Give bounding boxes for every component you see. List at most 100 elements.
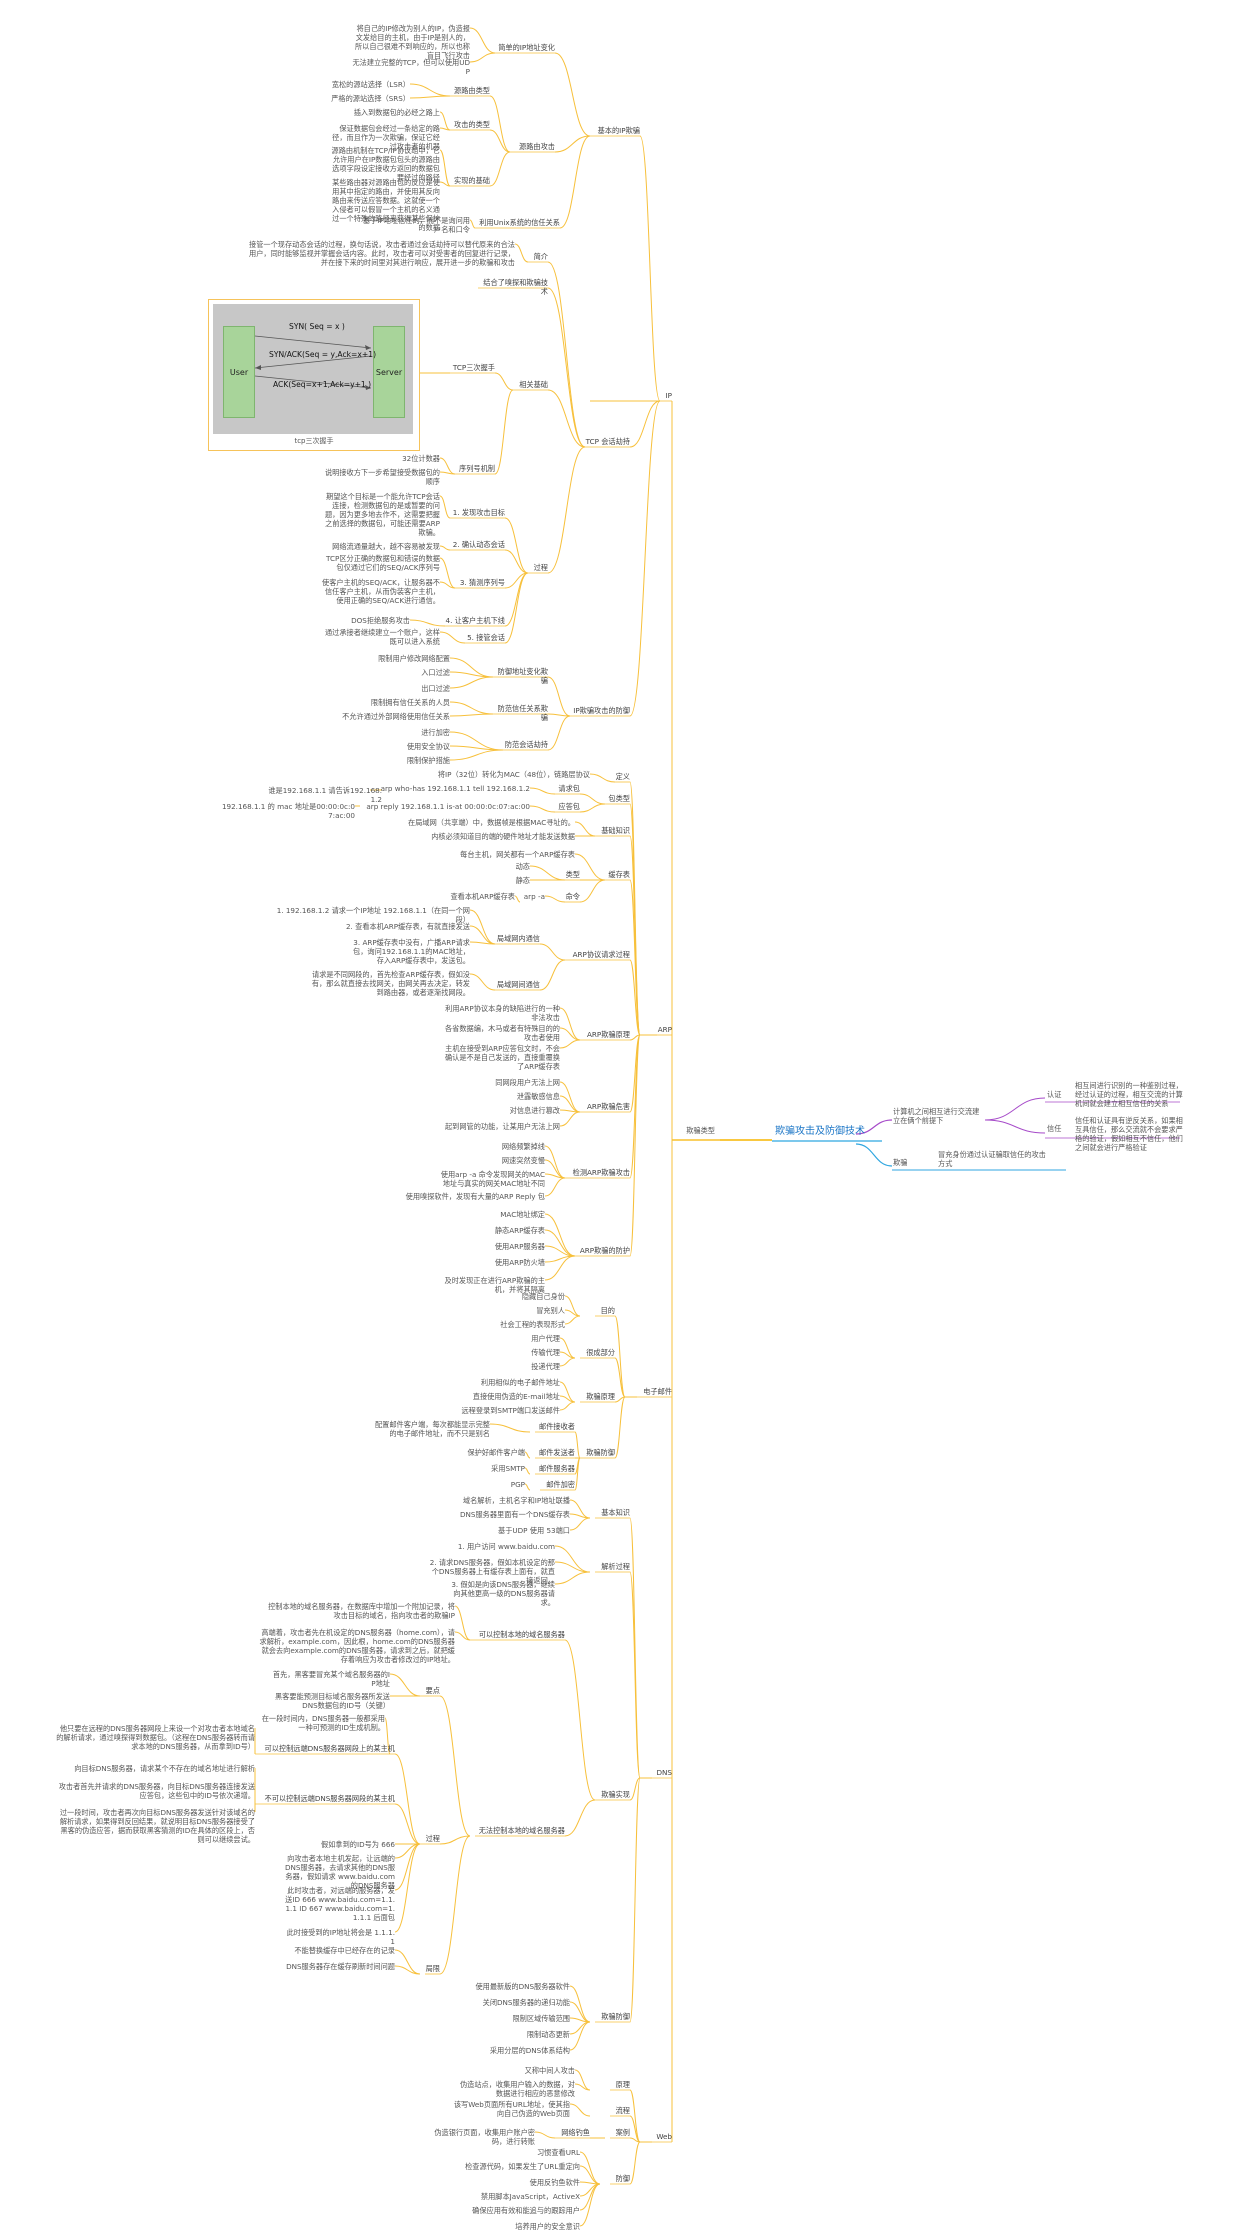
- dns-pc3-2: 向攻击者本地主机发起，让远端的DNS服务器，去请求其他的DNS服务器，假如请求 …: [285, 1854, 396, 1890]
- arp-node: ARP: [657, 1025, 672, 1034]
- ip-sr-process-2: 保证数据包会经过一条给定的路径，而且作为一次欺骗，保证它经过攻击者的机器: [332, 124, 440, 151]
- branch-line: [547, 713, 571, 717]
- ip-sr-impl-node: 实现的基础: [454, 176, 490, 185]
- branch-line: [559, 1111, 581, 1127]
- dns-r2: 2. 请求DNS服务器，假如本机设定的那个DNS服务器上有缓存表上面有，就直接返…: [429, 1558, 555, 1585]
- branch-line: [564, 1799, 596, 1837]
- branch-line: [614, 1357, 626, 1398]
- web-defend-3: 使用反钓鱼软件: [529, 2178, 580, 2187]
- branch-line: [394, 1843, 421, 1891]
- branch-line: [629, 1571, 641, 1779]
- branch-line: [629, 2089, 641, 2143]
- arp-req-node: 请求包: [558, 784, 580, 793]
- web-case-1-node: 网络钓鱼: [561, 2128, 590, 2137]
- email-way-3: 投递代理: [531, 1362, 560, 1371]
- branch-line: [547, 389, 586, 448]
- tcp-intro-node: 简介: [533, 252, 548, 261]
- arp-harm-2: 泄露敏感信息: [516, 1092, 560, 1101]
- branch-line: [514, 895, 521, 903]
- web-defend-2: 检查源代码，如果发生了URL重定向: [465, 2162, 580, 2171]
- branch-line: [394, 1843, 421, 1933]
- dns-ctrl-1: 控制本地的域名服务器，在数据库中增加一个附加记录，将攻击目标的域名，指向攻击者的…: [268, 1602, 455, 1620]
- email-defend-4-node: 邮件加密: [546, 1480, 575, 1489]
- ipdef-trust-1: 限制拥有信任关系的人员: [370, 698, 450, 707]
- ipdef-hijack-2: 使用安全协议: [406, 742, 450, 751]
- branch-line: [547, 446, 586, 574]
- branch-line: [614, 1396, 626, 1403]
- branch-line: [547, 676, 571, 717]
- tcp-p2-node: 2. 确认动态会话: [452, 540, 505, 549]
- ip-ssr: 严格的源站选择（SRS）: [331, 94, 410, 103]
- branch-line: [559, 1027, 581, 1041]
- trust-desc: 信任和认证具有逆反关系，如果相互具信任，那么交流就不会要求严格的验证，假如相互不…: [1075, 1116, 1183, 1152]
- branch-line: [504, 549, 529, 574]
- branch-line: [629, 1777, 641, 2023]
- branch-line: [539, 959, 566, 991]
- branch-line: [629, 879, 641, 1036]
- branch-line: [544, 1213, 576, 1257]
- dns-basic-1: 域名解析，主机名字和IP地址联播: [462, 1496, 570, 1505]
- tcp-handshake-diagram: User Server SYN( Seq = x ) SYN/ACK(Seq =…: [213, 304, 413, 434]
- arp-basic-node: 基础知识: [601, 826, 630, 835]
- tcp-handshake-caption: tcp三次握手: [294, 437, 334, 445]
- branch-line: [504, 572, 529, 644]
- arp-basic-2: 内核必须知道目的端的硬件地址才能发送数据: [431, 832, 575, 841]
- branch-line: [554, 135, 591, 153]
- ipdef-trust-node: 防范信任关系欺骗: [497, 704, 548, 722]
- tcp-process-node: 过程: [533, 563, 548, 572]
- branch-line: [384, 1717, 391, 1755]
- branch-line: [449, 749, 504, 761]
- arp-ctype-node: 类型: [565, 870, 580, 879]
- arp-rep-node: 应答包: [558, 802, 580, 811]
- ip-node: IP: [665, 391, 672, 400]
- arp-lan-1: 1. 192.168.1.2 请求一个IP地址 192.168.1.1（在同一个…: [276, 906, 470, 924]
- dns-pc3-1: 假如拿到的ID号为 666: [321, 1840, 395, 1849]
- branch-line: [469, 973, 496, 991]
- email-defend-node: 欺骗防御: [586, 1448, 615, 1457]
- arp-detect-3: 使用arp -a 命令发现网关的MAC地址与真实的网关MAC地址不同: [440, 1170, 545, 1188]
- dns-pc2-node: 不可以控制远端DNS服务器网段的某主机: [264, 1794, 395, 1803]
- ipdef-hijack-node: 防范会话劫持: [504, 740, 548, 749]
- branch-line: [524, 1467, 531, 1475]
- branch-line: [574, 1431, 581, 1459]
- tcp-p3-desc-2: 使客户主机的SEQ/ACK，让服务器不信任客户主机，从而伪装客户主机，使用正确的…: [322, 578, 440, 605]
- branch-line: [579, 2151, 601, 2185]
- root-node: 欺骗攻击及防御技术: [775, 1126, 865, 1137]
- dns-limit-node: 局限: [425, 1964, 440, 1973]
- dns-basic-2: DNS服务器里面有一个DNS缓存表: [459, 1510, 570, 1519]
- ip-sr-impl-1: 源路由机制在TCP/IP协议组中，它允许用户在IP数据包包头的源路由选项字段设定…: [331, 146, 440, 182]
- dns-basic-node: 基本知识: [601, 1508, 630, 1517]
- ipdef-hijack-3: 限制保护措施: [406, 756, 450, 765]
- dns-basic-3: 基于UDP 使用 53端口: [498, 1526, 570, 1535]
- web-defend-5: 确保应用有效和能追与的跟踪用户: [472, 2206, 580, 2215]
- dns-defend-5: 采用分层的DNS体系结构: [489, 2046, 570, 2055]
- branch-line: [439, 127, 451, 131]
- branch-line: [629, 400, 661, 717]
- arp-cmd-node: 命令: [565, 892, 580, 901]
- tcp-node: TCP 会话劫持: [585, 437, 630, 446]
- ip-lsr: 宽松的源站选择（LSR）: [331, 80, 410, 89]
- email-purpose-node: 目的: [600, 1306, 615, 1315]
- arp-pkt-node: 包类型: [608, 794, 630, 803]
- email-defend-2-desc: 保护好邮件客户端: [467, 1448, 525, 1457]
- trust-node: 信任: [1047, 1124, 1062, 1133]
- dns-pc2-desc-2: 攻击者首先并请求的DNS服务器，向目标DNS服务器连接发送应答包，这些包中的ID…: [58, 1782, 255, 1800]
- web-defend-6: 培养用户的安全意识: [515, 2222, 580, 2231]
- tcp-combine-node: 结合了嗅探和欺骗技术: [483, 278, 548, 296]
- dns-pc3-4: 此时接受到的IP地址将会是 1.1.1.1: [286, 1928, 395, 1946]
- branch-line: [569, 1985, 591, 2023]
- branch-line: [494, 389, 514, 475]
- arp-defend-4: 使用ARP防火墙: [494, 1258, 545, 1267]
- arp-def-desc: 将IP（32位）转化为MAC（48位），链路层协议: [437, 770, 590, 779]
- email-defend-3-node: 邮件服务器: [539, 1464, 575, 1473]
- branch-line: [544, 1255, 576, 1281]
- email-purpose-2: 冒充别人: [536, 1306, 565, 1315]
- dns-resolve-node: 解析过程: [601, 1562, 630, 1571]
- tcp-p3-node: 3. 猜测序列号: [459, 578, 505, 587]
- ipdef-src-2: 入口过滤: [421, 668, 450, 677]
- dns-pc2-desc-1: 向目标DNS服务器，请求某个不存在的域名地址进行解析: [74, 1764, 255, 1773]
- branch-line: [574, 1457, 581, 1491]
- dns-r1: 1. 用户访问 www.baidu.com: [457, 1542, 555, 1551]
- branch-line: [504, 517, 529, 574]
